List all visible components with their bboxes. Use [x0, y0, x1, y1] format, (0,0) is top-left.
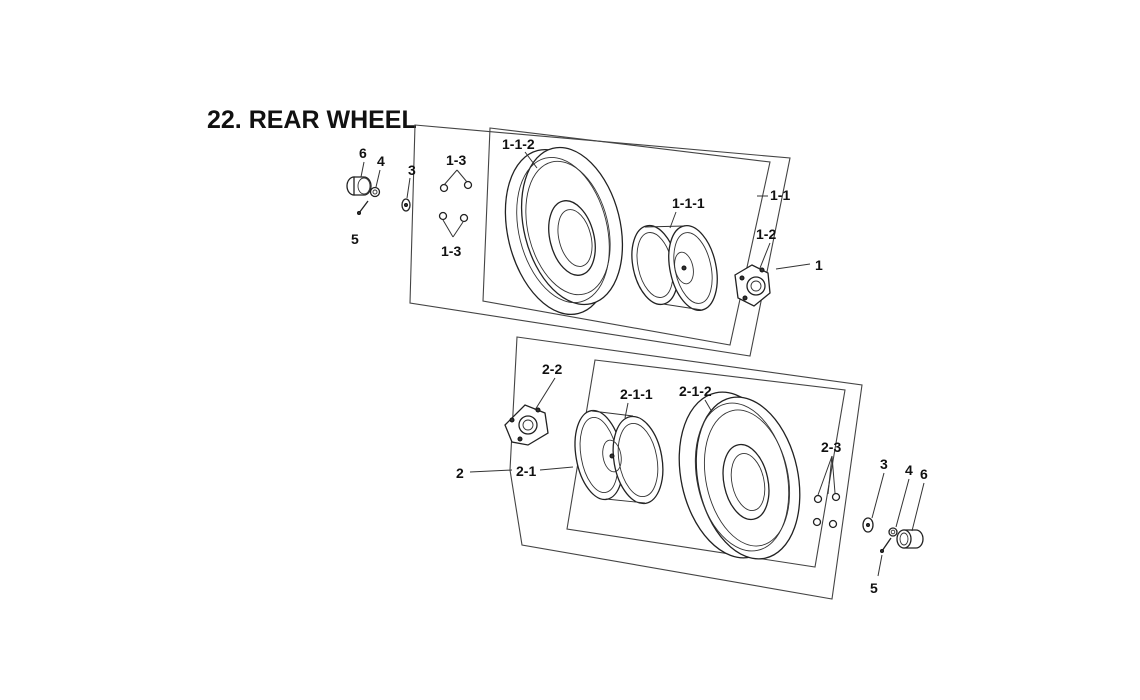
- castle-nut-4-upper: [369, 186, 381, 198]
- label-2: 2: [456, 465, 464, 481]
- label-2-1-2: 2-1-2: [679, 383, 712, 399]
- cap-6-lower: [896, 529, 924, 549]
- assembly-2: 2-2 2-1-1 2-1-2 2-3 2 2-1 3 4 6 5: [456, 336, 928, 600]
- label-2-1-1: 2-1-1: [620, 386, 653, 402]
- label-1: 1: [815, 257, 823, 273]
- cotter-pin-5-upper: [357, 200, 369, 215]
- hub-2-2: [504, 404, 549, 446]
- label-1-1-1: 1-1-1: [672, 195, 705, 211]
- label-1-1-2: 1-1-2: [502, 136, 535, 152]
- nuts-1-3: [438, 180, 473, 223]
- diagram-title: 22. REAR WHEEL: [207, 106, 417, 134]
- label-5-upper: 5: [351, 231, 359, 247]
- cap-6-upper: [346, 176, 372, 196]
- label-4-lower: 4: [905, 462, 913, 478]
- label-2-2: 2-2: [542, 361, 562, 377]
- label-2-3: 2-3: [821, 439, 841, 455]
- label-1-3-top: 1-3: [446, 152, 466, 168]
- label-5-lower: 5: [870, 580, 878, 596]
- cotter-pin-5-lower: [880, 537, 892, 553]
- rim-2-1-1: [574, 409, 664, 505]
- label-2-1: 2-1: [516, 463, 536, 479]
- label-3-lower: 3: [880, 456, 888, 472]
- frame-assembly-1-1: [482, 127, 771, 346]
- frame-assembly-1: [409, 124, 791, 357]
- label-1-3-bottom: 1-3: [441, 243, 461, 259]
- tire-1-1-2: [504, 146, 624, 316]
- frame-assembly-2: [509, 336, 863, 600]
- label-6-lower: 6: [920, 466, 928, 482]
- frame-assembly-2-1: [566, 359, 846, 568]
- nuts-2-3: [812, 492, 841, 529]
- assembly-1: 6 4 3 5 1-3 1-3 1-1-2 1-1-1 1-1 1-2 1: [346, 124, 823, 357]
- label-4-upper: 4: [377, 153, 385, 169]
- washer-3-lower: [862, 517, 874, 533]
- hub-1-2: [734, 264, 771, 307]
- label-6-upper: 6: [359, 145, 367, 161]
- castle-nut-4-lower: [888, 527, 898, 537]
- label-3-upper: 3: [408, 162, 416, 178]
- label-1-1: 1-1: [770, 187, 790, 203]
- label-1-2: 1-2: [756, 226, 776, 242]
- tire-2-1-2: [678, 391, 801, 560]
- washer-3-upper: [401, 198, 411, 212]
- rim-1-1-1: [631, 224, 718, 311]
